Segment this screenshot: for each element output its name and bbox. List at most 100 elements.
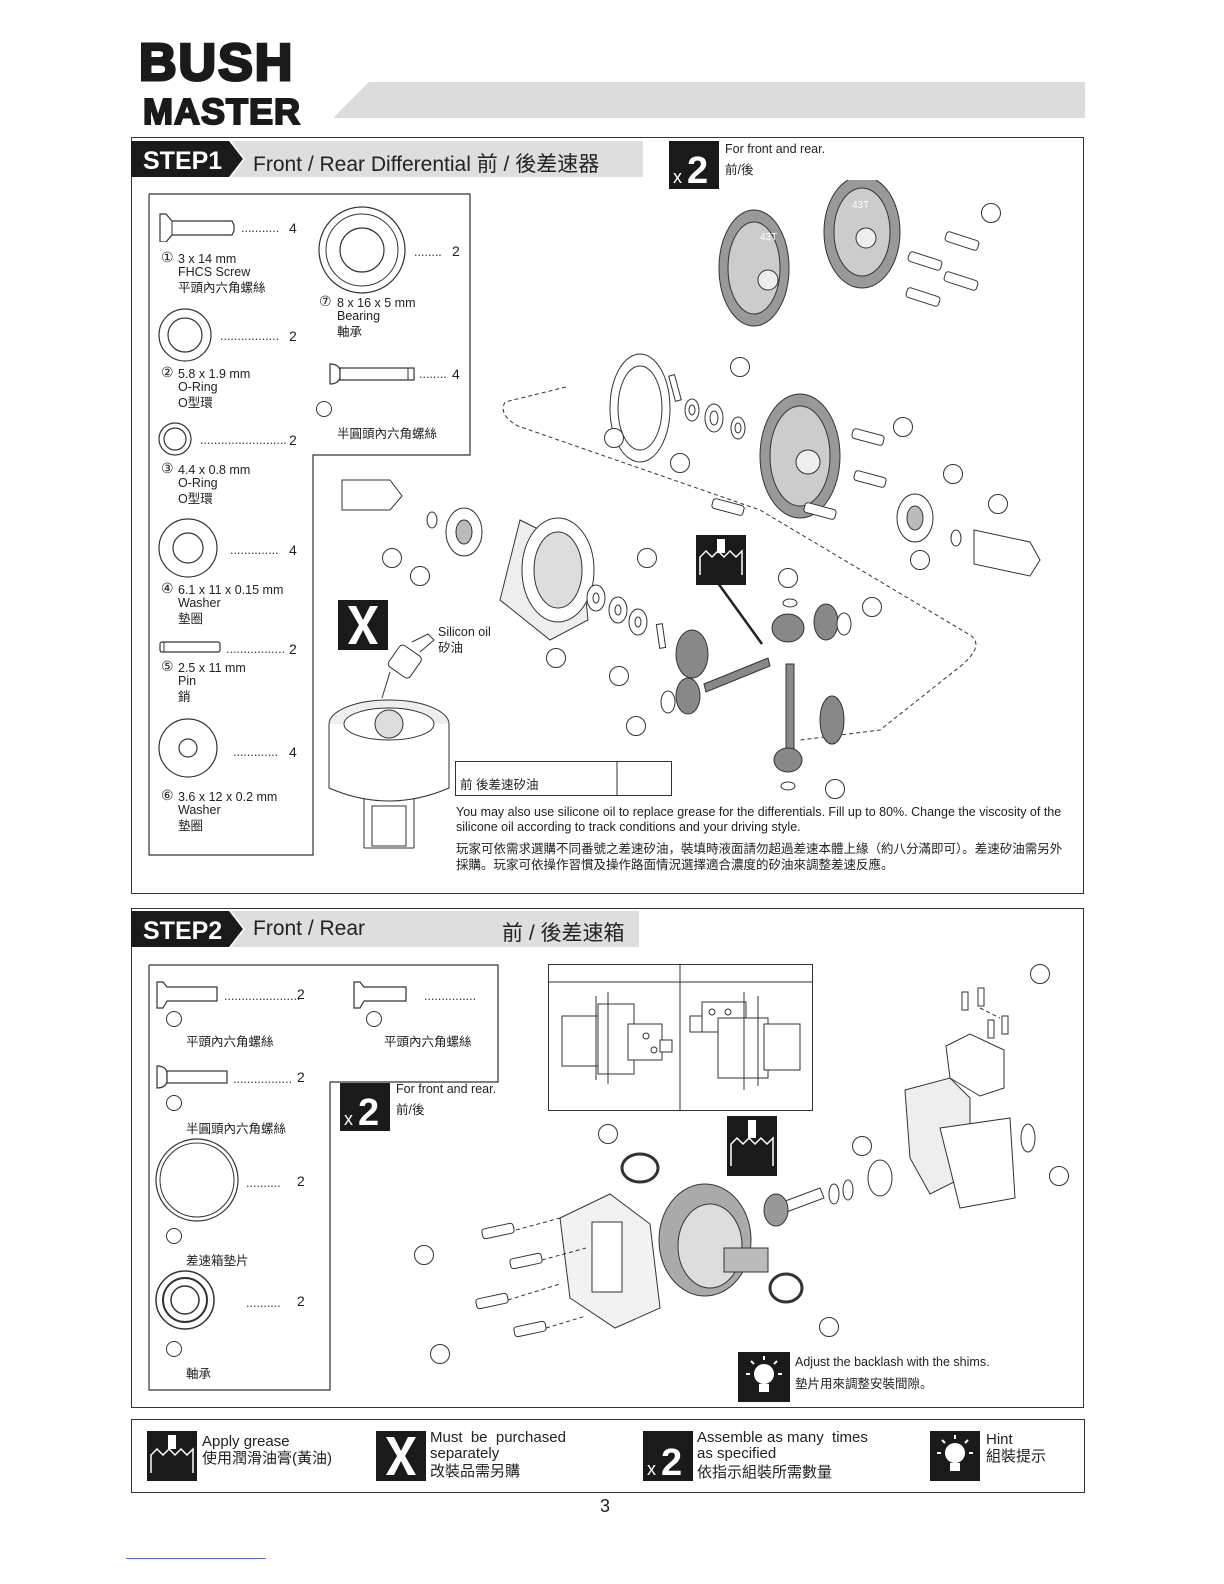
step1-title: Front / Rear Differential 前 / 後差速器: [253, 153, 600, 176]
callout-1q: [825, 779, 845, 799]
step1-note-en: You may also use silicone oil to replace…: [456, 805, 1062, 834]
step2-screw-b-icon: [353, 981, 407, 1009]
legend-x2-icon: x 2: [643, 1431, 693, 1481]
part4-name-en: Washer: [178, 596, 221, 610]
part2-size: 5.8 x 1.9 mm: [178, 367, 251, 381]
step2-exploded-diagram: [475, 987, 1036, 1338]
washer-61-icon: [158, 518, 218, 578]
part4-num: ④: [161, 580, 174, 596]
page-number: 3: [600, 1496, 611, 1516]
grease-icon-step1: [696, 535, 746, 585]
step2-hint-en: Adjust the backlash with the shims.: [795, 1355, 990, 1369]
legend-grease-zh: 使用潤滑油膏(黃油): [202, 1450, 332, 1467]
part2-qty: 2: [289, 328, 297, 344]
svg-text:2: 2: [661, 1442, 682, 1481]
spider-gears: [660, 598, 852, 791]
callout-2d: [1049, 1166, 1069, 1186]
part2-name-zh: O型環: [178, 396, 213, 410]
part5-qty: 2: [289, 641, 297, 657]
callout-2b: [598, 1124, 618, 1144]
callout-2f: [819, 1317, 839, 1337]
part7-name-en: Bearing: [337, 309, 381, 323]
step1-x2-badge: x 2: [669, 141, 719, 189]
part1-size: 3 x 14 mm: [178, 252, 237, 266]
step2-tag-label: STEP2: [143, 917, 222, 945]
part1-qty: 4: [289, 220, 297, 236]
callout-1k: [637, 548, 657, 568]
step2-part2-circle: [366, 1011, 382, 1027]
callout-1a: [981, 203, 1001, 223]
footer-line: [126, 1558, 266, 1559]
part2-name-en: O-Ring: [178, 380, 218, 394]
callout-1l: [778, 568, 798, 588]
pin-icon: [159, 641, 221, 653]
gearbox-reference-table: [548, 964, 813, 1111]
part1-num: ①: [161, 249, 174, 265]
oil-table-label: 前 後差速矽油: [460, 778, 539, 792]
legend-grease-en: Apply grease: [202, 1433, 290, 1450]
step2-part4-qty: 2: [297, 1173, 305, 1189]
legend-bulb-icon: [930, 1431, 980, 1481]
step2-x2-badge: x 2: [340, 1083, 390, 1131]
ring-gear-mid: [759, 393, 841, 519]
part5-num: ⑤: [161, 658, 174, 674]
callout-1p: [626, 716, 646, 736]
step2-tag: STEP2: [131, 911, 639, 947]
hint-bulb-icon-step2: [738, 1352, 790, 1402]
step1-x2-x: x: [673, 167, 682, 187]
grease-icon-step2: [727, 1116, 777, 1176]
callout-1i: [382, 548, 402, 568]
oring-58-icon: [158, 308, 212, 362]
step1-tag-label: STEP1: [143, 147, 222, 175]
step2-part1-circle: [166, 1011, 182, 1027]
step2-part4-name: 差速箱墊片: [186, 1254, 249, 1268]
legend-x-zh: 改裝品需另購: [430, 1463, 521, 1480]
part4-qty: 4: [289, 542, 297, 558]
step2-part1-name: 平頭內六角螺絲: [186, 1035, 274, 1049]
callout-1h: [910, 550, 930, 570]
diff-gasket: [609, 353, 671, 463]
step2-part5-qty: 2: [297, 1293, 305, 1309]
gear-label-right: 43T: [852, 200, 869, 211]
part2-num: ②: [161, 364, 174, 380]
part3-name-en: O-Ring: [178, 476, 218, 490]
part5-size: 2.5 x 11 mm: [178, 661, 246, 675]
silicon-oil-en: Silicon oil: [438, 625, 491, 639]
button-screw-icon: [329, 363, 415, 385]
brand-logo-line1: BUSH: [139, 34, 294, 92]
part1-name-zh: 平頭內六角螺絲: [178, 281, 266, 295]
part3-size: 4.4 x 0.8 mm: [178, 463, 251, 477]
callout-1g: [988, 494, 1008, 514]
brand-logo: BUSH MASTER: [138, 33, 302, 131]
part1-name-en: FHCS Screw: [178, 265, 251, 279]
part3-num: ③: [161, 460, 174, 476]
part7-size: 8 x 16 x 5 mm: [337, 296, 416, 310]
part7-num: ⑦: [319, 293, 332, 309]
step1-tag: STEP1: [131, 141, 643, 177]
step2-shim-icon: [155, 1138, 239, 1222]
callout-1o: [609, 666, 629, 686]
oring-44-icon: [158, 422, 192, 456]
legend-x-en: Must be purchased separately: [430, 1429, 571, 1462]
step1-mult-text-en: For front and rear.: [725, 142, 826, 156]
legend-hint-en: Hint: [986, 1431, 1013, 1448]
button-screw-name-zh: 半圓頭內六角螺絲: [337, 427, 438, 441]
diff-case-oil-illustration: [328, 633, 450, 849]
part6-name-en: Washer: [178, 803, 221, 817]
part6-size: 3.6 x 12 x 0.2 mm: [178, 790, 278, 804]
callout-2g: [430, 1344, 450, 1364]
callout-1c: [604, 428, 624, 448]
must-purchase-icon: [338, 600, 388, 650]
step2-part3-qty: 2: [297, 1069, 305, 1085]
step2-part1-qty: 2: [297, 986, 305, 1002]
screw-fhcs-icon: [159, 213, 235, 242]
part3-name-zh: O型環: [178, 492, 213, 506]
part3-qty: 2: [289, 432, 297, 448]
part4-size: 6.1 x 11 x 0.15 mm: [178, 583, 284, 597]
step2-bearing-icon: [155, 1270, 215, 1330]
part7-name-zh: 軸承: [337, 325, 363, 339]
legend-bar: [131, 1419, 1085, 1493]
part5-name-en: Pin: [178, 674, 197, 688]
callout-2c: [852, 1136, 872, 1156]
step1-x2-n: 2: [687, 150, 708, 189]
